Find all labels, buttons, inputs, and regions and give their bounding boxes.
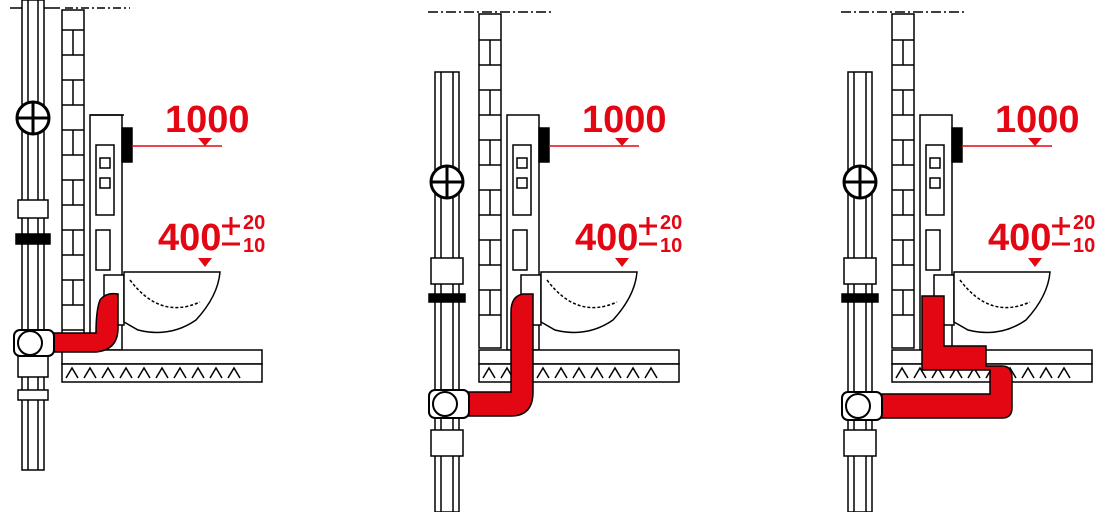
installation-diagram-b: 1000 400 20 10 <box>413 0 783 512</box>
concrete-floor <box>61 349 263 383</box>
dimension-marker-top <box>962 138 1052 147</box>
height-label-top: 1000 <box>165 99 250 141</box>
tolerance-minus: 10 <box>1073 235 1095 257</box>
height-label-top: 1000 <box>995 99 1080 141</box>
drain-connection-red <box>460 293 534 417</box>
pipe-cross-section-icon <box>842 164 878 200</box>
toilet-bowl <box>123 271 221 334</box>
concrete-floor <box>478 349 680 383</box>
tee-fitting <box>13 329 55 357</box>
installation-diagram-a: 1000 400 20 10 <box>0 0 370 512</box>
vertical-stack-pipe <box>15 0 51 471</box>
vertical-stack-pipe <box>428 71 466 512</box>
brick-wall <box>891 13 915 349</box>
dimension-marker-bottom <box>1028 258 1042 267</box>
vertical-stack-pipe <box>841 71 879 512</box>
tee-fitting <box>428 389 470 419</box>
installation-diagram-c: 1000 400 20 10 <box>826 0 1109 512</box>
dimension-marker-bottom <box>198 258 212 267</box>
drain-connection-red <box>43 292 119 353</box>
tee-fitting <box>841 391 883 421</box>
tolerance-plus: 20 <box>243 212 265 234</box>
pipe-cross-section-icon <box>15 100 51 136</box>
tolerance-sign <box>1052 217 1070 246</box>
tolerance-sign <box>222 217 240 246</box>
drain-connection-red <box>873 295 1013 419</box>
pipe-cross-section-icon <box>429 164 465 200</box>
tolerance-sign <box>639 217 657 246</box>
diagram-svg-b: 1000 400 20 10 <box>428 11 682 512</box>
dimension-marker-top <box>132 138 222 147</box>
height-label-top: 1000 <box>582 99 667 141</box>
dimension-marker-top <box>549 138 639 147</box>
toilet-bowl <box>953 271 1051 334</box>
toilet-bowl <box>540 271 638 334</box>
diagram-svg-a: 1000 400 20 10 <box>10 0 265 471</box>
tolerance-minus: 10 <box>243 235 265 257</box>
dimension-marker-bottom <box>615 258 629 267</box>
brick-wall <box>61 9 85 349</box>
diagram-svg-c: 1000 400 20 10 <box>841 11 1095 512</box>
brick-wall <box>478 13 502 349</box>
tolerance-plus: 20 <box>660 212 682 234</box>
height-label-bottom: 400 <box>575 217 638 259</box>
tolerance-plus: 20 <box>1073 212 1095 234</box>
height-label-bottom: 400 <box>988 217 1051 259</box>
flush-frame <box>89 114 133 351</box>
tolerance-minus: 10 <box>660 235 682 257</box>
height-label-bottom: 400 <box>158 217 221 259</box>
